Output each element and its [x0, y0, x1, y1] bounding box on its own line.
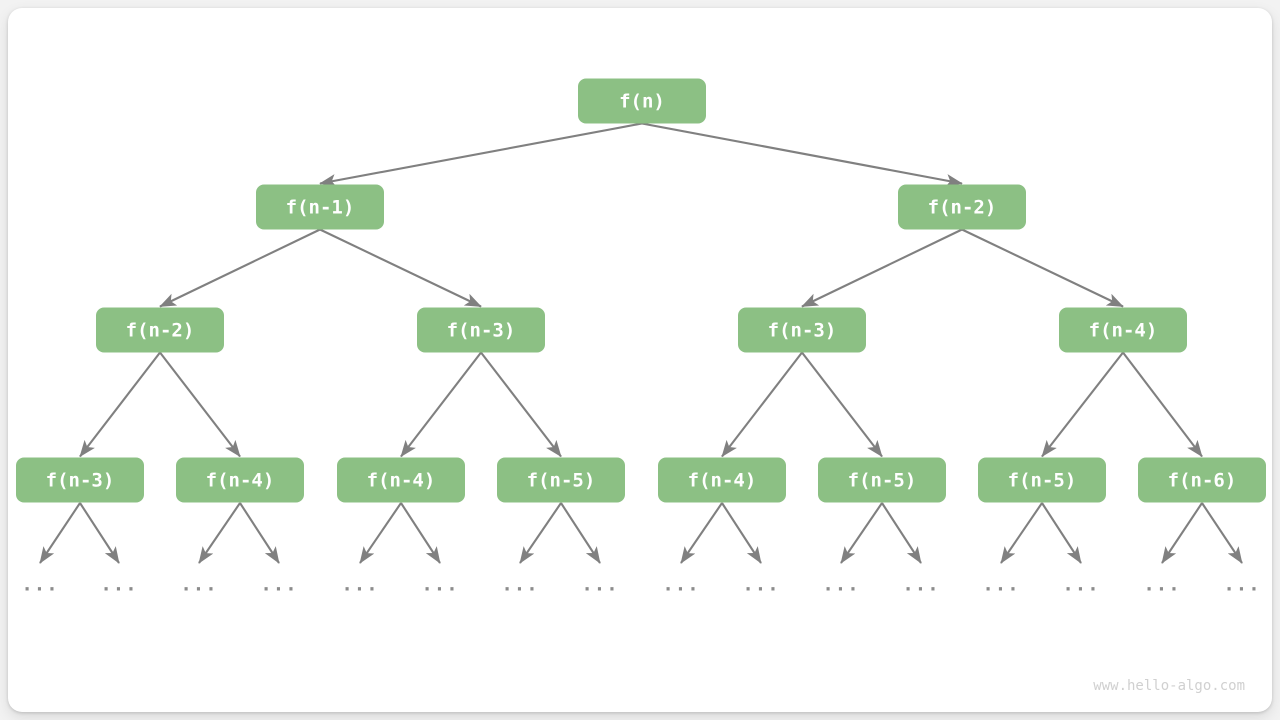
node-label: f(n-3) [768, 320, 837, 342]
tree-node[interactable]: f(n-2) [898, 184, 1026, 230]
tree-node[interactable]: f(n-4) [658, 457, 786, 503]
node-box [1059, 307, 1187, 353]
leaf-stub-arrow [1041, 502, 1082, 564]
node-box [256, 184, 384, 230]
leaf-stub-arrow [39, 502, 81, 564]
edges-layer [79, 122, 1203, 458]
node-box [898, 184, 1026, 230]
node-box [578, 78, 706, 124]
node-label: f(n-3) [447, 320, 516, 342]
node-box [337, 457, 465, 503]
node-box [738, 307, 866, 353]
tree-node[interactable]: f(n-5) [818, 457, 946, 503]
node-box [96, 307, 224, 353]
ellipsis-label: ... [501, 574, 538, 596]
ellipsis-layer: ........................................… [21, 574, 1260, 596]
tree-edge [480, 351, 562, 458]
ellipsis-label: ... [1062, 574, 1099, 596]
figure-card [8, 8, 1272, 712]
ellipsis-label: ... [1223, 574, 1260, 596]
ellipsis-label: ... [100, 574, 137, 596]
leaf-stub-arrow [239, 502, 280, 564]
tree-edge [319, 228, 482, 308]
ellipsis-label: ... [902, 574, 939, 596]
leaf-stub-arrow [1161, 502, 1203, 564]
node-label: f(n-6) [1168, 470, 1237, 492]
leaf-stub-arrows-layer [39, 502, 1243, 564]
leaf-stub-arrow [79, 502, 120, 564]
leaf-stub-arrow [881, 502, 922, 564]
node-box [818, 457, 946, 503]
tree-node[interactable]: f(n-3) [16, 457, 144, 503]
ellipsis-label: ... [341, 574, 378, 596]
tree-node[interactable]: f(n-5) [978, 457, 1106, 503]
ellipsis-label: ... [662, 574, 699, 596]
tree-edge [319, 122, 643, 187]
node-label: f(n-1) [286, 197, 355, 219]
tree-node[interactable]: f(n-4) [176, 457, 304, 503]
leaf-stub-arrow [560, 502, 601, 564]
tree-node[interactable]: f(n-3) [738, 307, 866, 353]
node-label: f(n-2) [928, 197, 997, 219]
ellipsis-label: ... [1143, 574, 1180, 596]
tree-edge [159, 228, 321, 308]
tree-edge [159, 351, 241, 458]
tree-edge [1122, 351, 1203, 458]
leaf-stub-arrow [198, 502, 241, 564]
ellipsis-label: ... [982, 574, 1019, 596]
node-label: f(n-2) [126, 320, 195, 342]
leaf-stub-arrow [1201, 502, 1243, 564]
node-label: f(n-5) [1008, 470, 1077, 492]
leaf-stub-arrow [680, 502, 723, 564]
node-label: f(n-4) [1089, 320, 1158, 342]
leaf-stub-arrow [1000, 502, 1043, 564]
node-label: f(n-5) [848, 470, 917, 492]
tree-edge [400, 351, 482, 458]
node-box [978, 457, 1106, 503]
tree-edge [1041, 351, 1124, 458]
node-box [417, 307, 545, 353]
ellipsis-label: ... [742, 574, 779, 596]
nodes-layer: f(n) f(n-1) f(n-2) f(n-2) f(n-3) f(n-3) f(n-4)… [16, 78, 1266, 503]
tree-edge [641, 122, 963, 187]
node-label: f(n-5) [527, 470, 596, 492]
tree-edge [801, 351, 883, 458]
leaf-stub-arrow [840, 502, 883, 564]
node-box [176, 457, 304, 503]
ellipsis-label: ... [260, 574, 297, 596]
tree-node[interactable]: f(n-2) [96, 307, 224, 353]
tree-edge [721, 351, 803, 458]
ellipsis-label: ... [581, 574, 618, 596]
node-box [16, 457, 144, 503]
ellipsis-label: ... [21, 574, 58, 596]
ellipsis-label: ... [822, 574, 859, 596]
leaf-stub-arrow [519, 502, 562, 564]
tree-edge [79, 351, 161, 458]
node-label: f(n-3) [46, 470, 115, 492]
node-label: f(n-4) [367, 470, 436, 492]
watermark-label: www.hello-algo.com [1093, 678, 1245, 694]
tree-node[interactable]: f(n-6) [1138, 457, 1266, 503]
node-box [497, 457, 625, 503]
node-label: f(n) [619, 91, 665, 113]
tree-node[interactable]: f(n) [578, 78, 706, 124]
tree-node[interactable]: f(n-5) [497, 457, 625, 503]
tree-node[interactable]: f(n-1) [256, 184, 384, 230]
node-label: f(n-4) [688, 470, 757, 492]
ellipsis-label: ... [421, 574, 458, 596]
tree-edge [961, 228, 1124, 308]
tree-edge [801, 228, 963, 308]
leaf-stub-arrow [359, 502, 402, 564]
leaf-stub-arrow [400, 502, 441, 564]
node-box [658, 457, 786, 503]
node-box [1138, 457, 1266, 503]
ellipsis-label: ... [180, 574, 217, 596]
tree-node[interactable]: f(n-4) [1059, 307, 1187, 353]
tree-node[interactable]: f(n-3) [417, 307, 545, 353]
node-label: f(n-4) [206, 470, 275, 492]
leaf-stub-arrow [721, 502, 762, 564]
tree-node[interactable]: f(n-4) [337, 457, 465, 503]
